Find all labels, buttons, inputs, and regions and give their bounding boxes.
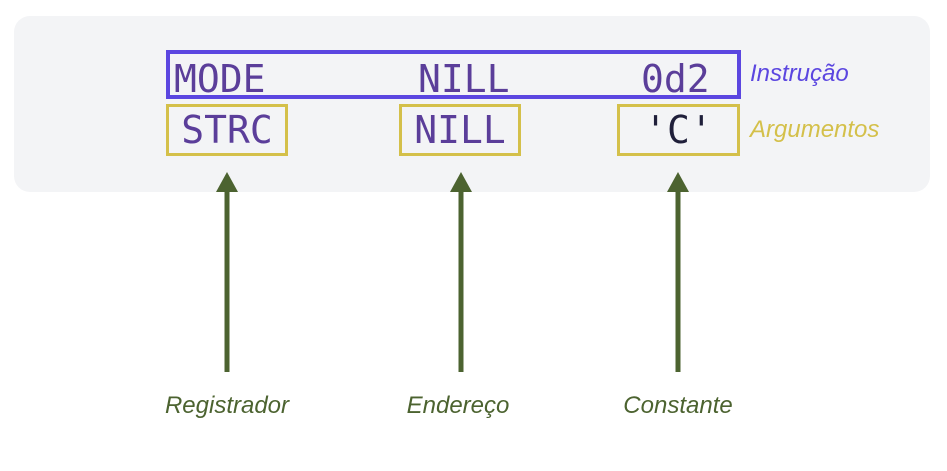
argument-box-register: STRC (166, 104, 288, 156)
arrow-constant (667, 172, 689, 372)
arrow-register (216, 172, 238, 372)
instruction-box: MODE NILL 0d2 (166, 50, 741, 99)
argument-box-address: NILL (399, 104, 521, 156)
argument-constant: 'C' (644, 108, 713, 152)
instruction-opcode: MODE (174, 57, 266, 101)
argument-address: NILL (414, 108, 506, 152)
argument-register: STRC (181, 108, 273, 152)
instruction-label: Instrução (750, 60, 849, 87)
arrow-address (450, 172, 472, 372)
label-address: Endereço (406, 392, 510, 419)
argument-box-constant: 'C' (617, 104, 740, 156)
label-register: Registrador (164, 392, 290, 419)
instruction-operand-2: 0d2 (641, 57, 710, 101)
instruction-operand-1: NILL (418, 57, 510, 101)
arguments-label: Argumentos (750, 116, 880, 143)
label-constant: Constante (623, 392, 733, 419)
